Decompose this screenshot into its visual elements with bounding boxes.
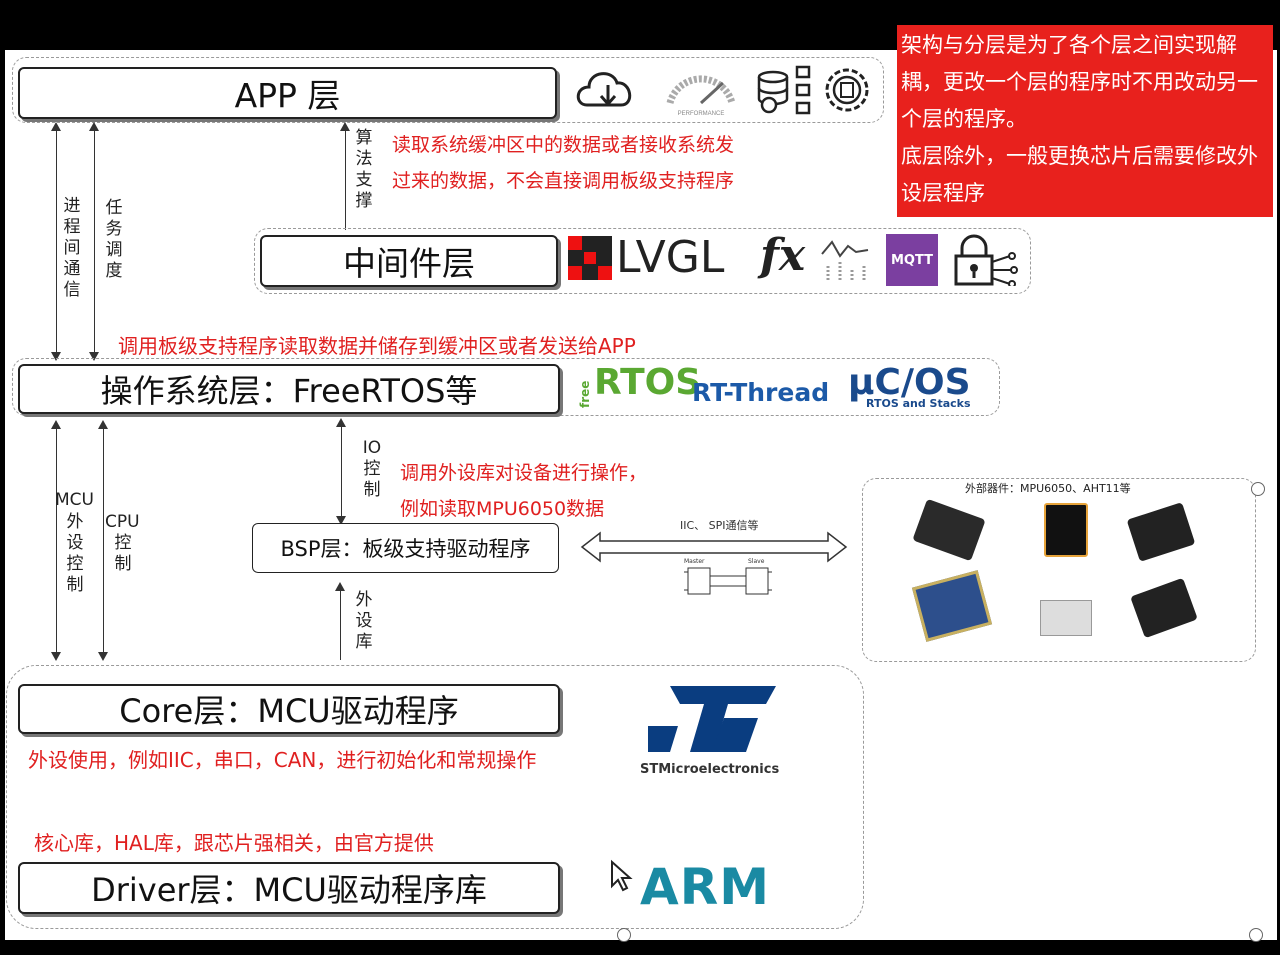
io-arrow-down: [336, 516, 346, 525]
bus-double-arrow: [580, 531, 848, 563]
os-call-annotation: 调用板级支持程序读取数据并储存到缓冲区或者发送给APP: [118, 334, 636, 358]
mcu-arrow-down: [51, 652, 61, 661]
performance-gauge-icon: PERFORMANCE: [666, 75, 736, 117]
cpu-line: [103, 426, 104, 652]
cpu-arrow-up: [98, 420, 108, 429]
core-driver-group: [6, 665, 864, 929]
slave-label: Slave: [748, 558, 765, 565]
cloud-download-icon: [576, 72, 632, 107]
lvgl-mark-icon: [568, 236, 612, 280]
cpu-arrow-down: [98, 652, 108, 661]
algo-arrow-line: [345, 128, 346, 230]
io-control-label: IO控制: [362, 438, 382, 500]
performance-label: PERFORMANCE: [678, 111, 725, 117]
ipc-arrow-down: [51, 352, 61, 361]
note-text-1: 架构与分层是为了各个层之间实现解耦，更改一个层的程序时不用改动另一个层的程序。: [901, 33, 1258, 131]
middleware-box: 中间件层: [260, 235, 558, 287]
devices-label: 外部器件：MPU6050、AHT11等: [965, 482, 1131, 495]
mcu-arrow-up: [51, 420, 61, 429]
ipc-line: [56, 128, 57, 352]
resize-handle-right[interactable]: [1251, 482, 1265, 496]
display-module-image: [1044, 503, 1088, 557]
devices-group: [862, 478, 1256, 662]
middleware-group: [254, 228, 1031, 294]
app-icons: PERFORMANCE: [576, 65, 869, 117]
driver-box: Driver层：MCU驱动程序库: [18, 862, 560, 914]
periph-arrow-line: [340, 588, 341, 660]
note-text-2: 底层除外，一般更换芯片后需要修改外设层程序: [901, 144, 1258, 205]
os-box: 操作系统层：FreeRTOS等: [18, 364, 560, 414]
settings-chip-icon: [825, 68, 869, 112]
arm-logo: ARM: [640, 858, 770, 916]
fx-logo: fx: [760, 230, 806, 281]
cursor-move-icon: [611, 859, 633, 892]
driver-annotation: 核心库，HAL库，跟芯片强相关，由官方提供: [34, 831, 434, 855]
app-layer-group: [12, 57, 884, 123]
io-arrow-up: [336, 418, 346, 427]
database-gear-icon: [757, 65, 811, 115]
bsp-box: BSP层：板级支持驱动程序: [252, 523, 559, 573]
cpu-word-label: CPU: [105, 512, 140, 532]
resize-handle-corner[interactable]: [1249, 928, 1263, 942]
freertos-logo: RTOS: [594, 362, 702, 403]
architecture-note: 架构与分层是为了各个层之间实现解耦，更改一个层的程序时不用改动另一个层的程序。 …: [897, 25, 1273, 217]
app-read-annotation: 读取系统缓冲区中的数据或者接收系统发 过来的数据，不会直接调用板级支持程序: [392, 134, 735, 192]
mcu-periph-label: 外设控制: [66, 512, 84, 595]
signal-chart-icon: [821, 240, 869, 280]
sensor-module-image: [1040, 600, 1092, 636]
freertos-free-text: free: [578, 380, 592, 408]
app-layer-box: APP 层: [18, 67, 557, 119]
periph-lib-label: 外设库: [355, 590, 373, 652]
ipc-label: 进程间通信: [63, 196, 81, 300]
mcu-line: [56, 426, 57, 652]
bsp-call-annotation: 调用外设库对设备进行操作， 例如读取MPU6050数据: [400, 462, 648, 520]
core-annotation: 外设使用，例如IIC，串口，CAN，进行初始化和常规操作: [28, 748, 537, 772]
algo-arrow-head: [340, 122, 350, 131]
core-box: Core层：MCU驱动程序: [18, 684, 560, 734]
lvgl-logo: LVGL: [616, 232, 725, 283]
algo-support-label: 算法支撑: [355, 128, 373, 211]
resize-handle-bottom[interactable]: [617, 928, 631, 942]
ipc-arrow-up: [51, 122, 61, 131]
rt-thread-logo: RT-Thread: [692, 378, 830, 407]
task-line: [94, 128, 95, 352]
st-name: STMicroelectronics: [640, 762, 780, 777]
ucos-subtitle: RTOS and Stacks: [866, 397, 971, 410]
task-label: 任务调度: [105, 198, 123, 281]
master-label: Master: [684, 558, 705, 565]
st-logo-icon: [648, 686, 776, 752]
cpu-label: 控制: [114, 533, 132, 574]
master-slave-diagram: [684, 567, 772, 595]
task-arrow-down: [89, 352, 99, 361]
io-line: [341, 424, 342, 518]
mcu-word-label: MCU: [55, 490, 94, 510]
ucos-logo: μC/OS: [848, 362, 971, 403]
bus-label: IIC、 SPI通信等: [680, 519, 759, 532]
periph-arrow-head: [335, 582, 345, 591]
security-lock-icon: [954, 234, 1018, 286]
task-arrow-up: [89, 122, 99, 131]
os-group: [12, 358, 1000, 416]
mqtt-logo: MQTT: [886, 234, 938, 286]
